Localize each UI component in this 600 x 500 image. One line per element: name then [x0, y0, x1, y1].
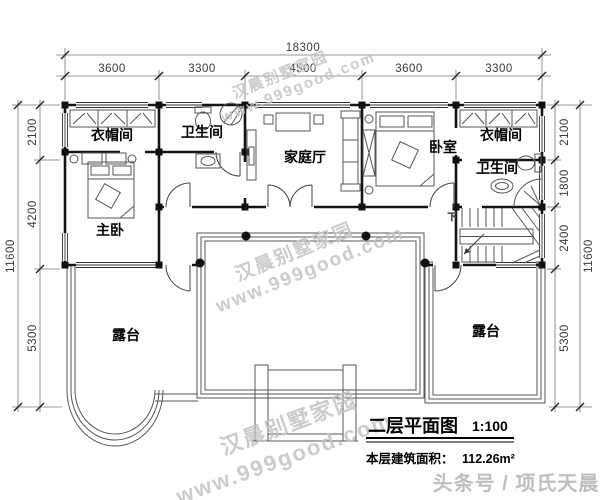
dim-top-3: 4500 [289, 63, 317, 75]
sofa-icon [340, 110, 361, 192]
door-master [165, 182, 191, 208]
window-right-3 [538, 214, 546, 258]
window-south-left [76, 261, 158, 269]
window-top-4 [370, 101, 448, 109]
toilet-left-icon [194, 106, 212, 131]
coffee-table-icon [263, 112, 324, 132]
watermark-byline: 头条号 / 项氏天晨 [433, 471, 600, 495]
dim-left-2: 4200 [27, 200, 39, 228]
dim-top-2: 3300 [188, 63, 216, 75]
room-terrace-right: 露台 [472, 323, 500, 339]
stair-down-label: 下 [447, 212, 456, 222]
room-terrace-left: 露台 [112, 327, 140, 343]
dim-top-1: 3600 [98, 63, 126, 75]
furniture-layer [69, 102, 543, 219]
window-top-2 [166, 101, 202, 109]
room-cloak-right: 衣帽间 [480, 127, 522, 143]
watermark-bottom: 汉晨别墅家园 www.999good.com [172, 387, 396, 500]
porch-roof [252, 364, 358, 442]
master-dresser-icon [69, 152, 137, 165]
tv-cabinet-icon [246, 129, 257, 181]
window-top-3 [256, 101, 350, 109]
round-column [420, 258, 430, 268]
room-labels: 衣帽间 卫生间 家庭厅 卧室 衣帽间 卫生间 主卧 露台 露台 [91, 124, 522, 343]
dimension-layer: 18300 3600 3300 4500 3600 3300 11600 210… [5, 42, 595, 412]
dim-right-2: 1800 [559, 169, 571, 197]
dim-right-1: 2100 [559, 118, 571, 146]
wardrobe-left-icon [69, 109, 156, 128]
dim-right-total: 11600 [583, 239, 595, 273]
bedroom-bed-icon [364, 111, 435, 195]
staircase: 下 [447, 207, 541, 264]
railing-layer [66, 232, 546, 447]
door-terrace-right [434, 264, 462, 292]
door-terrace-left [165, 264, 191, 292]
window-left-2 [61, 233, 69, 261]
vent-fan-icon [219, 102, 243, 126]
area-label: 本层建筑面积： [366, 451, 454, 466]
toilet-right-icon [517, 153, 542, 173]
terrace-right-railing [424, 261, 546, 404]
plan-title: 二层平面图 [368, 416, 458, 436]
plan-scale: 1:100 [472, 418, 508, 434]
shower-right-icon [513, 178, 543, 208]
door-layer [165, 151, 462, 292]
round-column [195, 258, 205, 268]
dim-top-total: 18300 [286, 42, 320, 54]
room-bath-right: 卫生间 [476, 160, 518, 176]
dim-right-4: 5300 [559, 324, 571, 352]
courtyard-railing [196, 232, 425, 399]
dim-top-5: 3300 [485, 63, 513, 75]
dim-left-total: 11600 [5, 239, 17, 273]
window-layer [61, 101, 546, 269]
vanity-sink-icon [195, 153, 221, 169]
window-right-2 [538, 166, 546, 200]
window-top-1 [76, 101, 148, 109]
pier-layer [61, 101, 546, 269]
door-family-hall-double [267, 184, 313, 208]
sink-right-icon [490, 178, 514, 194]
room-bath-left: 卫生间 [181, 124, 223, 140]
room-bedroom: 卧室 [429, 139, 457, 155]
window-left-1 [61, 113, 69, 147]
dim-left-1: 2100 [27, 118, 39, 146]
round-column [361, 231, 371, 241]
dim-left-3: 5300 [27, 324, 39, 352]
title-block: 二层平面图 1:100 本层建筑面积： 112.26m² [366, 416, 515, 466]
room-master: 主卧 [96, 222, 124, 238]
room-cloak-left: 衣帽间 [91, 127, 133, 143]
window-top-5 [464, 101, 536, 109]
window-right-1 [538, 116, 546, 152]
door-bath-left [215, 151, 241, 177]
dim-top-4: 3600 [395, 63, 423, 75]
door-bedroom [429, 182, 455, 208]
wardrobe-right-icon [459, 109, 538, 128]
dim-right-3: 2400 [559, 224, 571, 252]
round-column [241, 231, 251, 241]
room-family-hall: 家庭厅 [284, 149, 326, 165]
window-south-right [496, 261, 536, 269]
bedroom-dresser-icon [362, 129, 376, 177]
terrace-left-railing [66, 265, 198, 447]
master-bed-icon [87, 161, 135, 219]
area-value: 112.26m² [462, 452, 515, 466]
watermark-middle: 汉晨别墅家园 www.999good.com [212, 217, 408, 317]
